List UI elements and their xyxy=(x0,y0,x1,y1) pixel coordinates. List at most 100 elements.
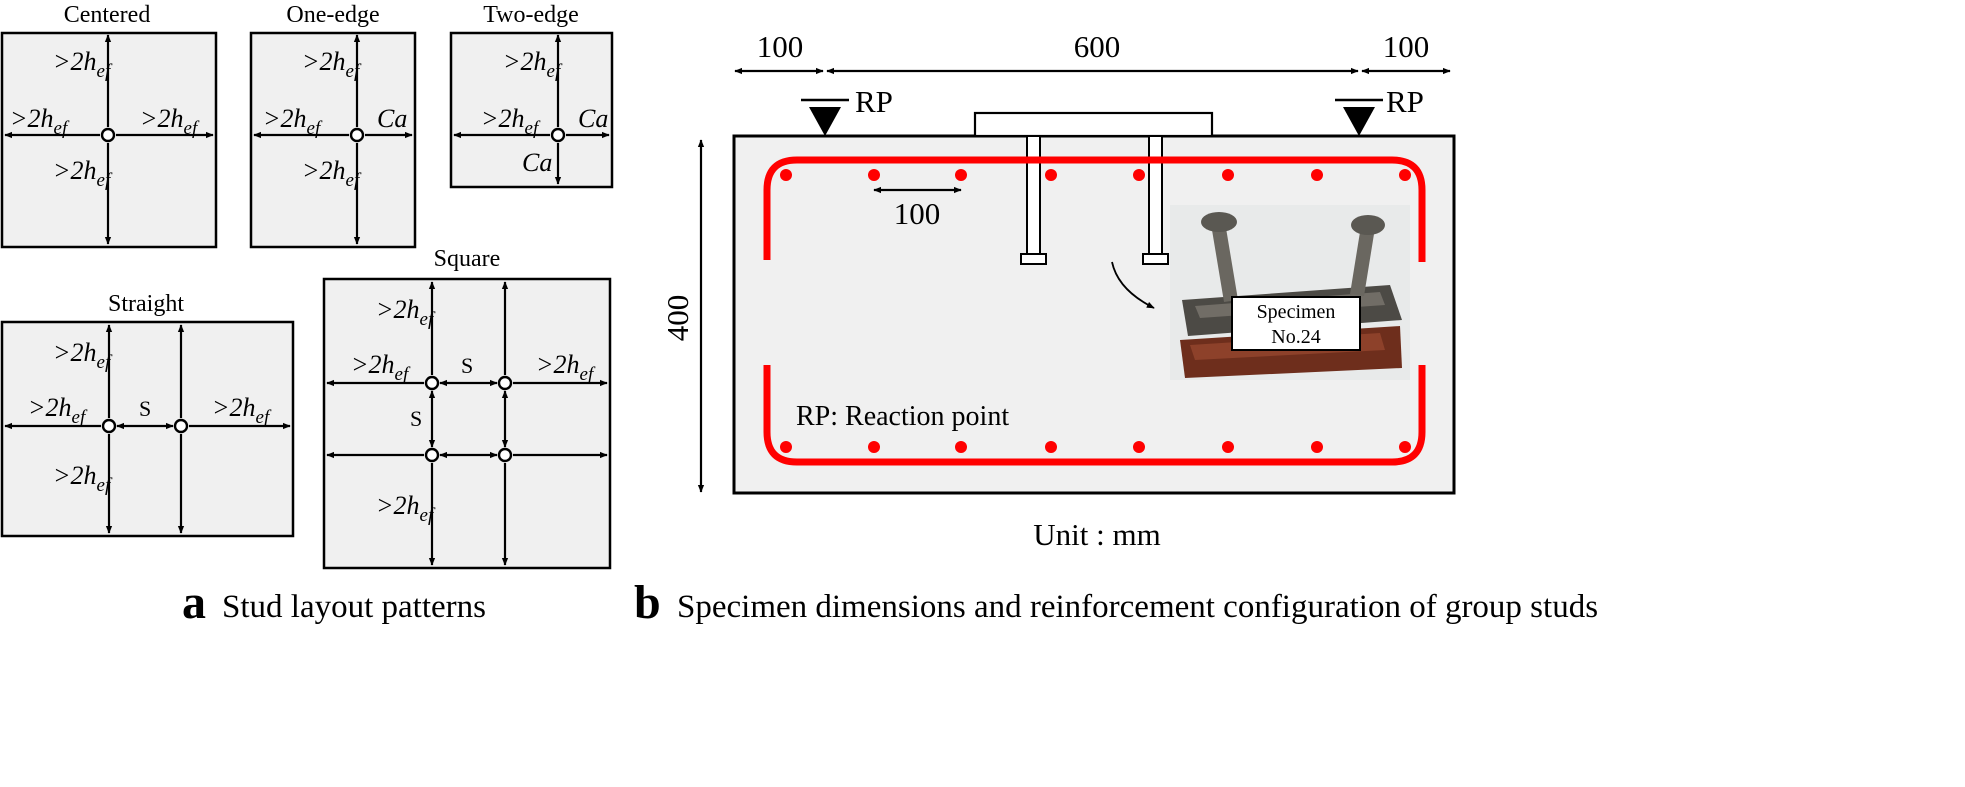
s-label: S xyxy=(410,406,422,431)
rebar-dot xyxy=(955,441,967,453)
rebar-bottom xyxy=(763,365,1426,466)
rebar-dot xyxy=(1222,441,1234,453)
caption-b-text: Specimen dimensions and reinforcement co… xyxy=(677,589,1598,625)
stud xyxy=(497,375,513,391)
panel-b: 100 600 100 400 RP RP xyxy=(634,29,1598,629)
dim-left-label: 100 xyxy=(757,29,804,64)
stud xyxy=(100,127,116,143)
dim-label: >2hef xyxy=(263,104,323,139)
s-label: S xyxy=(139,396,151,421)
stud xyxy=(550,127,566,143)
dim-label: >2hef xyxy=(351,350,411,385)
straight-title: Straight xyxy=(108,291,184,317)
stud xyxy=(424,447,440,463)
dim-label: >2hef xyxy=(376,491,436,526)
dim-right-label: 100 xyxy=(1383,29,1430,64)
ca-label: Ca xyxy=(578,104,608,133)
stud xyxy=(349,127,365,143)
dim-label: >2hef xyxy=(53,338,113,373)
unit-label: Unit : mm xyxy=(1033,517,1160,552)
steel-plate xyxy=(973,111,1214,138)
straight-pattern: Straight >2hef >2hef S >2hef >2hef xyxy=(0,291,295,538)
photo-stud xyxy=(1212,228,1238,302)
dim-label: >2hef xyxy=(140,104,200,139)
square-box xyxy=(322,277,612,570)
dim-label: >2hef xyxy=(481,104,541,139)
dim-spacing-label: 100 xyxy=(894,196,941,231)
ca-label: Ca xyxy=(377,104,407,133)
photo-stud-head xyxy=(1201,212,1237,232)
rebar-dots-top xyxy=(780,169,1411,181)
rebar-dot xyxy=(868,441,880,453)
rebar-dot xyxy=(780,441,792,453)
two-edge-pattern: Two-edge >2hef >2hef Ca Ca xyxy=(449,2,614,189)
rp-label: RP xyxy=(855,84,893,119)
dim-label: >2hef xyxy=(302,156,362,191)
pointer-arrow xyxy=(1111,261,1155,309)
stud-shank xyxy=(1026,135,1041,255)
rebar-dot xyxy=(868,169,880,181)
specimen-label-line1: Specimen xyxy=(1257,301,1336,323)
panel-a: Centered >2hef >2hef >2hef >2hef One-edg… xyxy=(0,2,614,629)
square-pattern: Square >2hef >2hef S >2hef xyxy=(322,246,612,570)
rebar-dot xyxy=(1222,169,1234,181)
dim-label: >2hef xyxy=(53,47,113,82)
stud xyxy=(101,418,117,434)
rebar-dot xyxy=(1045,441,1057,453)
one-edge-box xyxy=(249,31,417,249)
dim-label: >2hef xyxy=(376,295,436,330)
rebar-dot xyxy=(1133,441,1145,453)
caption-b-letter: b xyxy=(634,576,661,629)
rp-label: RP xyxy=(1386,84,1424,119)
stud-shank xyxy=(1148,135,1163,255)
photo-stud-head xyxy=(1351,215,1385,235)
s-label: S xyxy=(461,353,473,378)
stud xyxy=(497,447,513,463)
square-title: Square xyxy=(434,246,501,272)
rebar-dots-bottom xyxy=(780,441,1411,453)
rebar-dot xyxy=(780,169,792,181)
dim-label: >2hef xyxy=(53,461,113,496)
rebar-dot xyxy=(1045,169,1057,181)
centered-pattern: Centered >2hef >2hef >2hef >2hef xyxy=(0,2,218,249)
caption-a-letter: a xyxy=(182,576,206,629)
two-edge-box xyxy=(449,31,614,189)
dim-label: >2hef xyxy=(302,47,362,82)
rebar-dot xyxy=(1399,441,1411,453)
support-triangle-icon xyxy=(809,107,841,136)
two-edge-title: Two-edge xyxy=(483,2,579,28)
rebar-top xyxy=(763,156,1426,262)
one-edge-title: One-edge xyxy=(286,2,379,28)
rebar-dot xyxy=(955,169,967,181)
rebar-dot xyxy=(1399,169,1411,181)
stud xyxy=(424,375,440,391)
rebar-dot xyxy=(1133,169,1145,181)
rp-legend: RP: Reaction point xyxy=(796,401,1009,432)
dim-mid-label: 600 xyxy=(1074,29,1121,64)
centered-title: Centered xyxy=(64,2,151,28)
dim-label: >2hef xyxy=(536,350,596,385)
caption-a-text: Stud layout patterns xyxy=(222,589,486,625)
specimen-label-box xyxy=(1231,296,1361,351)
rebar-dot xyxy=(1311,169,1323,181)
dim-label: >2hef xyxy=(28,393,88,428)
specimen-photo: Specimen No.24 xyxy=(1170,205,1410,380)
straight-box xyxy=(0,320,295,538)
reaction-point-right: RP xyxy=(1335,84,1424,136)
dim-label: >2hef xyxy=(53,156,113,191)
stud xyxy=(173,418,189,434)
ca-label: Ca xyxy=(522,148,552,177)
reaction-point-left: RP xyxy=(801,84,893,136)
support-triangle-icon xyxy=(1343,107,1375,136)
dim-height-label: 400 xyxy=(660,295,695,342)
dim-label: >2hef xyxy=(503,47,563,82)
stud-head xyxy=(1020,253,1047,265)
rebar-dot xyxy=(1311,441,1323,453)
stud-head xyxy=(1142,253,1169,265)
specimen-label-line2: No.24 xyxy=(1271,326,1320,348)
dim-label: >2hef xyxy=(10,104,70,139)
photo-stud xyxy=(1350,232,1374,296)
dim-label: >2hef xyxy=(212,393,272,428)
one-edge-pattern: One-edge >2hef >2hef Ca >2hef xyxy=(249,2,417,249)
